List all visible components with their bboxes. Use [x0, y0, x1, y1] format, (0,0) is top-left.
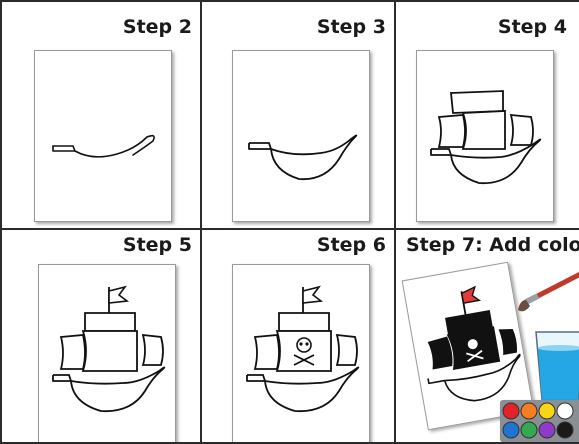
step-6-drawing-sheet	[232, 264, 370, 444]
step-3-drawing-sheet	[232, 50, 370, 222]
paintbrush-icon	[516, 260, 579, 320]
step-3-label: Step 3	[317, 16, 386, 38]
step-4-panel: Step 4	[394, 0, 579, 230]
water-cup-icon	[532, 328, 579, 404]
step-4-drawing-sheet	[416, 50, 554, 222]
step-4-drawing	[417, 51, 553, 221]
step-2-panel: Step 2	[0, 0, 202, 230]
paint-palette	[500, 400, 579, 442]
step-5-drawing	[39, 265, 175, 444]
step-2-drawing	[35, 51, 171, 221]
step-7-label: Step 7: Add color	[406, 234, 579, 256]
step-3-drawing	[233, 51, 369, 221]
step-4-label: Step 4	[498, 16, 567, 38]
paint-palette-icon	[500, 400, 579, 442]
step-7-panel: Step 7: Add color	[394, 228, 579, 444]
step-5-panel: Step 5	[0, 228, 202, 444]
step-6-panel: Step 6	[200, 228, 396, 444]
step-2-drawing-sheet	[34, 50, 172, 222]
step-3-panel: Step 3	[200, 0, 396, 230]
step-6-label: Step 6	[317, 234, 386, 256]
step-5-drawing-sheet	[38, 264, 176, 444]
step-6-drawing	[233, 265, 369, 444]
step-5-label: Step 5	[123, 234, 192, 256]
step-2-label: Step 2	[123, 16, 192, 38]
